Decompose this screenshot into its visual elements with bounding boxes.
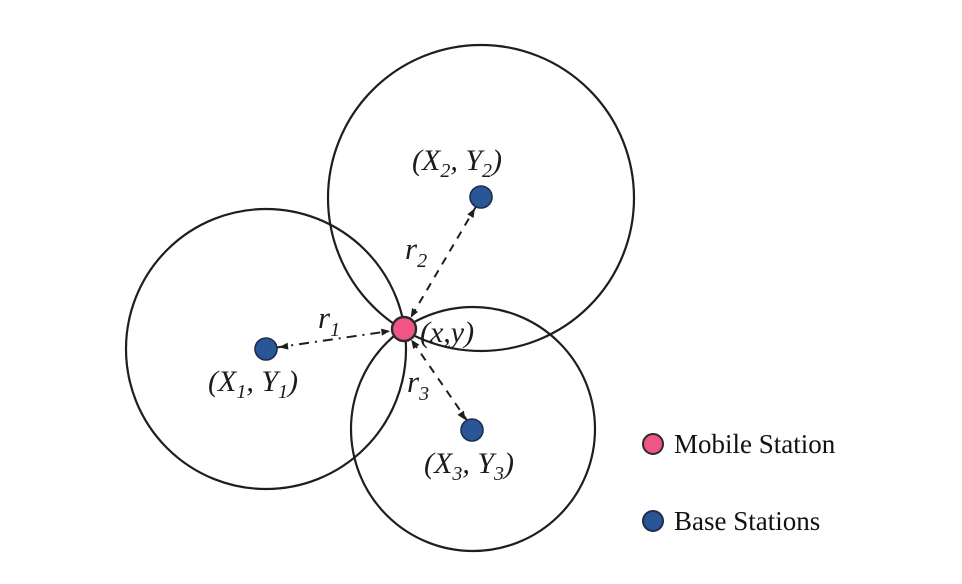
base-station-1-dot xyxy=(254,337,278,361)
coverage-circle-bs2 xyxy=(326,43,636,353)
mobile-station-swatch-icon xyxy=(642,433,664,455)
arrow-r1-bs-icon xyxy=(279,342,289,350)
arrow-r1-ms-icon xyxy=(381,328,391,336)
base-station-2-dot xyxy=(469,185,493,209)
arrow-r3-bs-icon xyxy=(457,410,466,420)
label-r1: r1 xyxy=(318,300,340,341)
label-bs3-coords: (X3, Y3) xyxy=(424,447,514,485)
mobile-station-dot xyxy=(390,315,418,343)
arrow-r2-ms-icon xyxy=(410,308,418,318)
label-bs1-coords: (X1, Y1) xyxy=(208,365,298,403)
arrow-r2-bs-icon xyxy=(467,208,475,218)
coverage-circle-bs1 xyxy=(124,207,408,491)
base-station-swatch-icon xyxy=(642,510,664,532)
coverage-circle-bs3 xyxy=(349,305,597,553)
legend-label-base-stations: Base Stations xyxy=(674,505,821,536)
label-r2: r2 xyxy=(405,231,427,272)
base-station-3-dot xyxy=(460,418,484,442)
label-bs2-coords: (X2, Y2) xyxy=(412,144,502,182)
label-r3: r3 xyxy=(407,364,429,405)
arrow-r3-ms-icon xyxy=(411,339,420,349)
radius-line-r2 xyxy=(403,197,482,330)
legend-item-mobile-station: Mobile Station xyxy=(641,428,835,460)
legend-label-mobile-station: Mobile Station xyxy=(674,428,836,459)
legend-item-base-stations: Base Stations xyxy=(641,505,835,537)
legend: Mobile Station Base Stations xyxy=(641,428,835,582)
label-ms-coords: (x,y) xyxy=(420,316,474,349)
